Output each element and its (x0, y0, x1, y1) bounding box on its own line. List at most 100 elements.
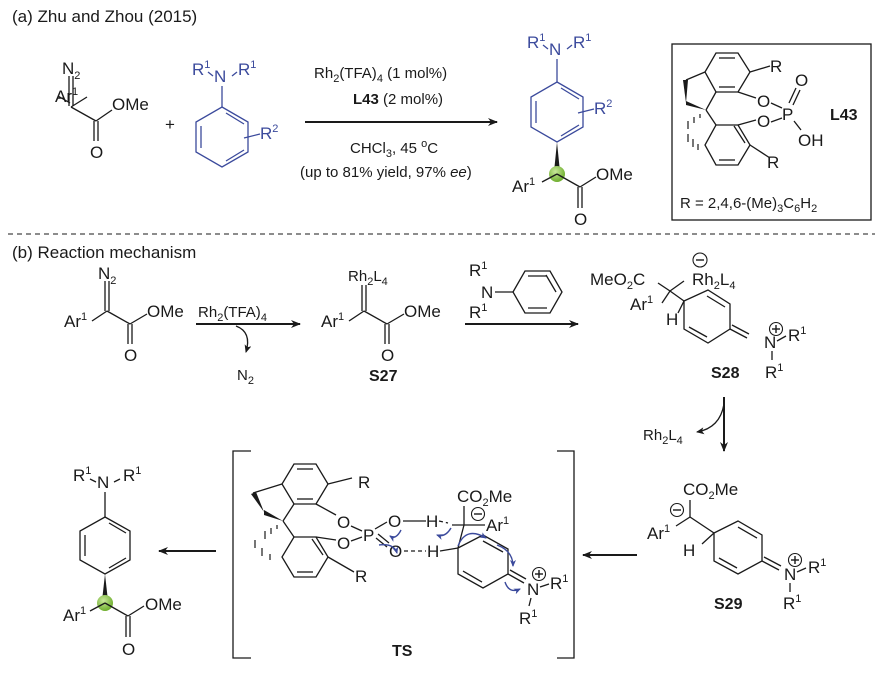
svg-text:OMe: OMe (145, 595, 182, 614)
label-ts: TS (392, 643, 413, 660)
svg-text:H: H (426, 512, 438, 531)
svg-text:R1: R1 (469, 260, 487, 280)
svg-text:N: N (214, 67, 226, 86)
intermediate-s27: Ar1 Rh2L4 OMe O S27 (321, 268, 441, 385)
svg-text:N2: N2 (98, 264, 116, 287)
svg-text:MeO2C: MeO2C (590, 270, 645, 292)
svg-text:R2: R2 (594, 98, 612, 118)
plus-sign: + (165, 115, 175, 134)
svg-text:N: N (527, 580, 539, 599)
svg-text:R1: R1 (788, 325, 806, 345)
positive-charge-icon (768, 321, 784, 337)
svg-text:N: N (549, 40, 561, 59)
label-s29: S29 (714, 596, 743, 613)
svg-text:(up to 81% yield, 97% ee): (up to 81% yield, 97% ee) (300, 164, 472, 181)
svg-text:Ar1: Ar1 (647, 523, 670, 543)
svg-text:R1: R1 (519, 608, 537, 628)
svg-text:Ar1: Ar1 (63, 605, 86, 625)
svg-text:H: H (683, 541, 695, 560)
positive-charge-icon (531, 566, 547, 582)
svg-text:R1: R1 (469, 302, 487, 322)
svg-text:O: O (389, 542, 402, 561)
svg-text:O: O (757, 112, 770, 131)
svg-text:R1: R1 (73, 465, 91, 485)
label-s27: S27 (369, 368, 398, 385)
svg-text:O: O (90, 143, 103, 162)
negative-charge-icon (669, 502, 685, 518)
svg-text:Ar1: Ar1 (512, 176, 535, 196)
svg-text:R1: R1 (808, 557, 826, 577)
svg-text:R1: R1 (527, 32, 545, 52)
svg-text:R1: R1 (783, 593, 801, 613)
reaction-conditions: Rh2(TFA)4 (1 mol%) L43 (2 mol%) CHCl3, 4… (300, 65, 498, 181)
reactant-aniline: R1 N R1 R2 (192, 59, 278, 168)
negative-charge-icon (692, 252, 708, 268)
svg-text:Ar1: Ar1 (486, 515, 509, 535)
svg-text:CHCl3, 45 oC: CHCl3, 45 oC (350, 138, 438, 160)
svg-text:L43 (2 mol%): L43 (2 mol%) (353, 91, 443, 108)
step3-arrow: Rh2L4 (643, 397, 728, 452)
negative-charge-icon (470, 506, 486, 522)
svg-text:R1: R1 (573, 32, 591, 52)
label-s28: S28 (711, 365, 740, 382)
positive-charge-icon (787, 552, 803, 568)
svg-text:O: O (381, 346, 394, 365)
svg-text:O: O (574, 210, 587, 229)
svg-text:Ar1: Ar1 (321, 311, 344, 331)
svg-text:N: N (481, 283, 493, 302)
svg-text:O: O (122, 640, 135, 659)
ligand-label: L43 (830, 107, 858, 124)
svg-text:N: N (97, 473, 109, 492)
reactant-diazo-ester: Ar1 N2 OMe O (55, 59, 149, 162)
r-group-definition: R = 2,4,6-(Me)3C6H2 (680, 195, 817, 215)
svg-text:N2: N2 (237, 367, 254, 387)
svg-text:Rh2(TFA)4: Rh2(TFA)4 (198, 304, 267, 324)
svg-text:R1: R1 (123, 465, 141, 485)
svg-text:Rh2(TFA)4 (1 mol%): Rh2(TFA)4 (1 mol%) (314, 65, 447, 85)
svg-text:OH: OH (798, 131, 824, 150)
svg-text:Rh2L4: Rh2L4 (643, 427, 683, 447)
svg-text:N: N (764, 333, 776, 352)
part-a-title: (a) Zhu and Zhou (2015) (12, 7, 197, 26)
svg-text:O: O (757, 92, 770, 111)
intermediate-s29: CO2Me Ar1 H N R1 R1 S29 (647, 480, 826, 613)
step1-arrow: Rh2(TFA)4 N2 (196, 304, 301, 387)
svg-text:R1: R1 (550, 573, 568, 593)
svg-text:O: O (124, 346, 137, 365)
svg-text:P: P (782, 105, 793, 124)
mechanism-start-diazo: Ar1 N2 OMe O (64, 264, 184, 365)
svg-text:R: R (358, 473, 370, 492)
part-b-title: (b) Reaction mechanism (12, 243, 196, 262)
svg-text:R: R (770, 57, 782, 76)
svg-text:OMe: OMe (112, 95, 149, 114)
svg-text:Ar1: Ar1 (64, 311, 87, 331)
svg-text:R1: R1 (192, 59, 210, 79)
svg-text:O: O (337, 534, 350, 553)
svg-text:R2: R2 (260, 123, 278, 143)
svg-text:OMe: OMe (147, 302, 184, 321)
intermediate-s28: MeO2C Rh2L4 Ar1 H N R1 R1 S28 (590, 252, 806, 382)
svg-text:Ar1: Ar1 (630, 294, 653, 314)
svg-text:R: R (767, 153, 779, 172)
svg-text:N2: N2 (62, 59, 80, 82)
transition-state: R R O O P O O H (232, 450, 575, 660)
svg-text:Rh2L4: Rh2L4 (692, 270, 735, 292)
final-product: R1 N R1 Ar1 OMe O (63, 465, 182, 659)
svg-text:O: O (795, 71, 808, 90)
svg-text:O: O (388, 512, 401, 531)
svg-text:OMe: OMe (404, 302, 441, 321)
svg-text:N: N (784, 565, 796, 584)
svg-text:H: H (666, 310, 678, 329)
svg-text:O: O (337, 513, 350, 532)
svg-text:CO2Me: CO2Me (683, 480, 738, 502)
svg-text:R1: R1 (238, 59, 256, 79)
ligand-l43-box: R R O O P O OH L43 R (671, 43, 872, 221)
curly-arrows (378, 527, 521, 595)
svg-text:R: R (355, 567, 367, 586)
step2-arrow: R1 N R1 (465, 260, 579, 328)
svg-text:P: P (363, 526, 374, 545)
svg-text:Rh2L4: Rh2L4 (348, 268, 388, 288)
svg-text:H: H (427, 542, 439, 561)
product-a: R1 N R1 R2 Ar1 OMe O (512, 32, 633, 229)
